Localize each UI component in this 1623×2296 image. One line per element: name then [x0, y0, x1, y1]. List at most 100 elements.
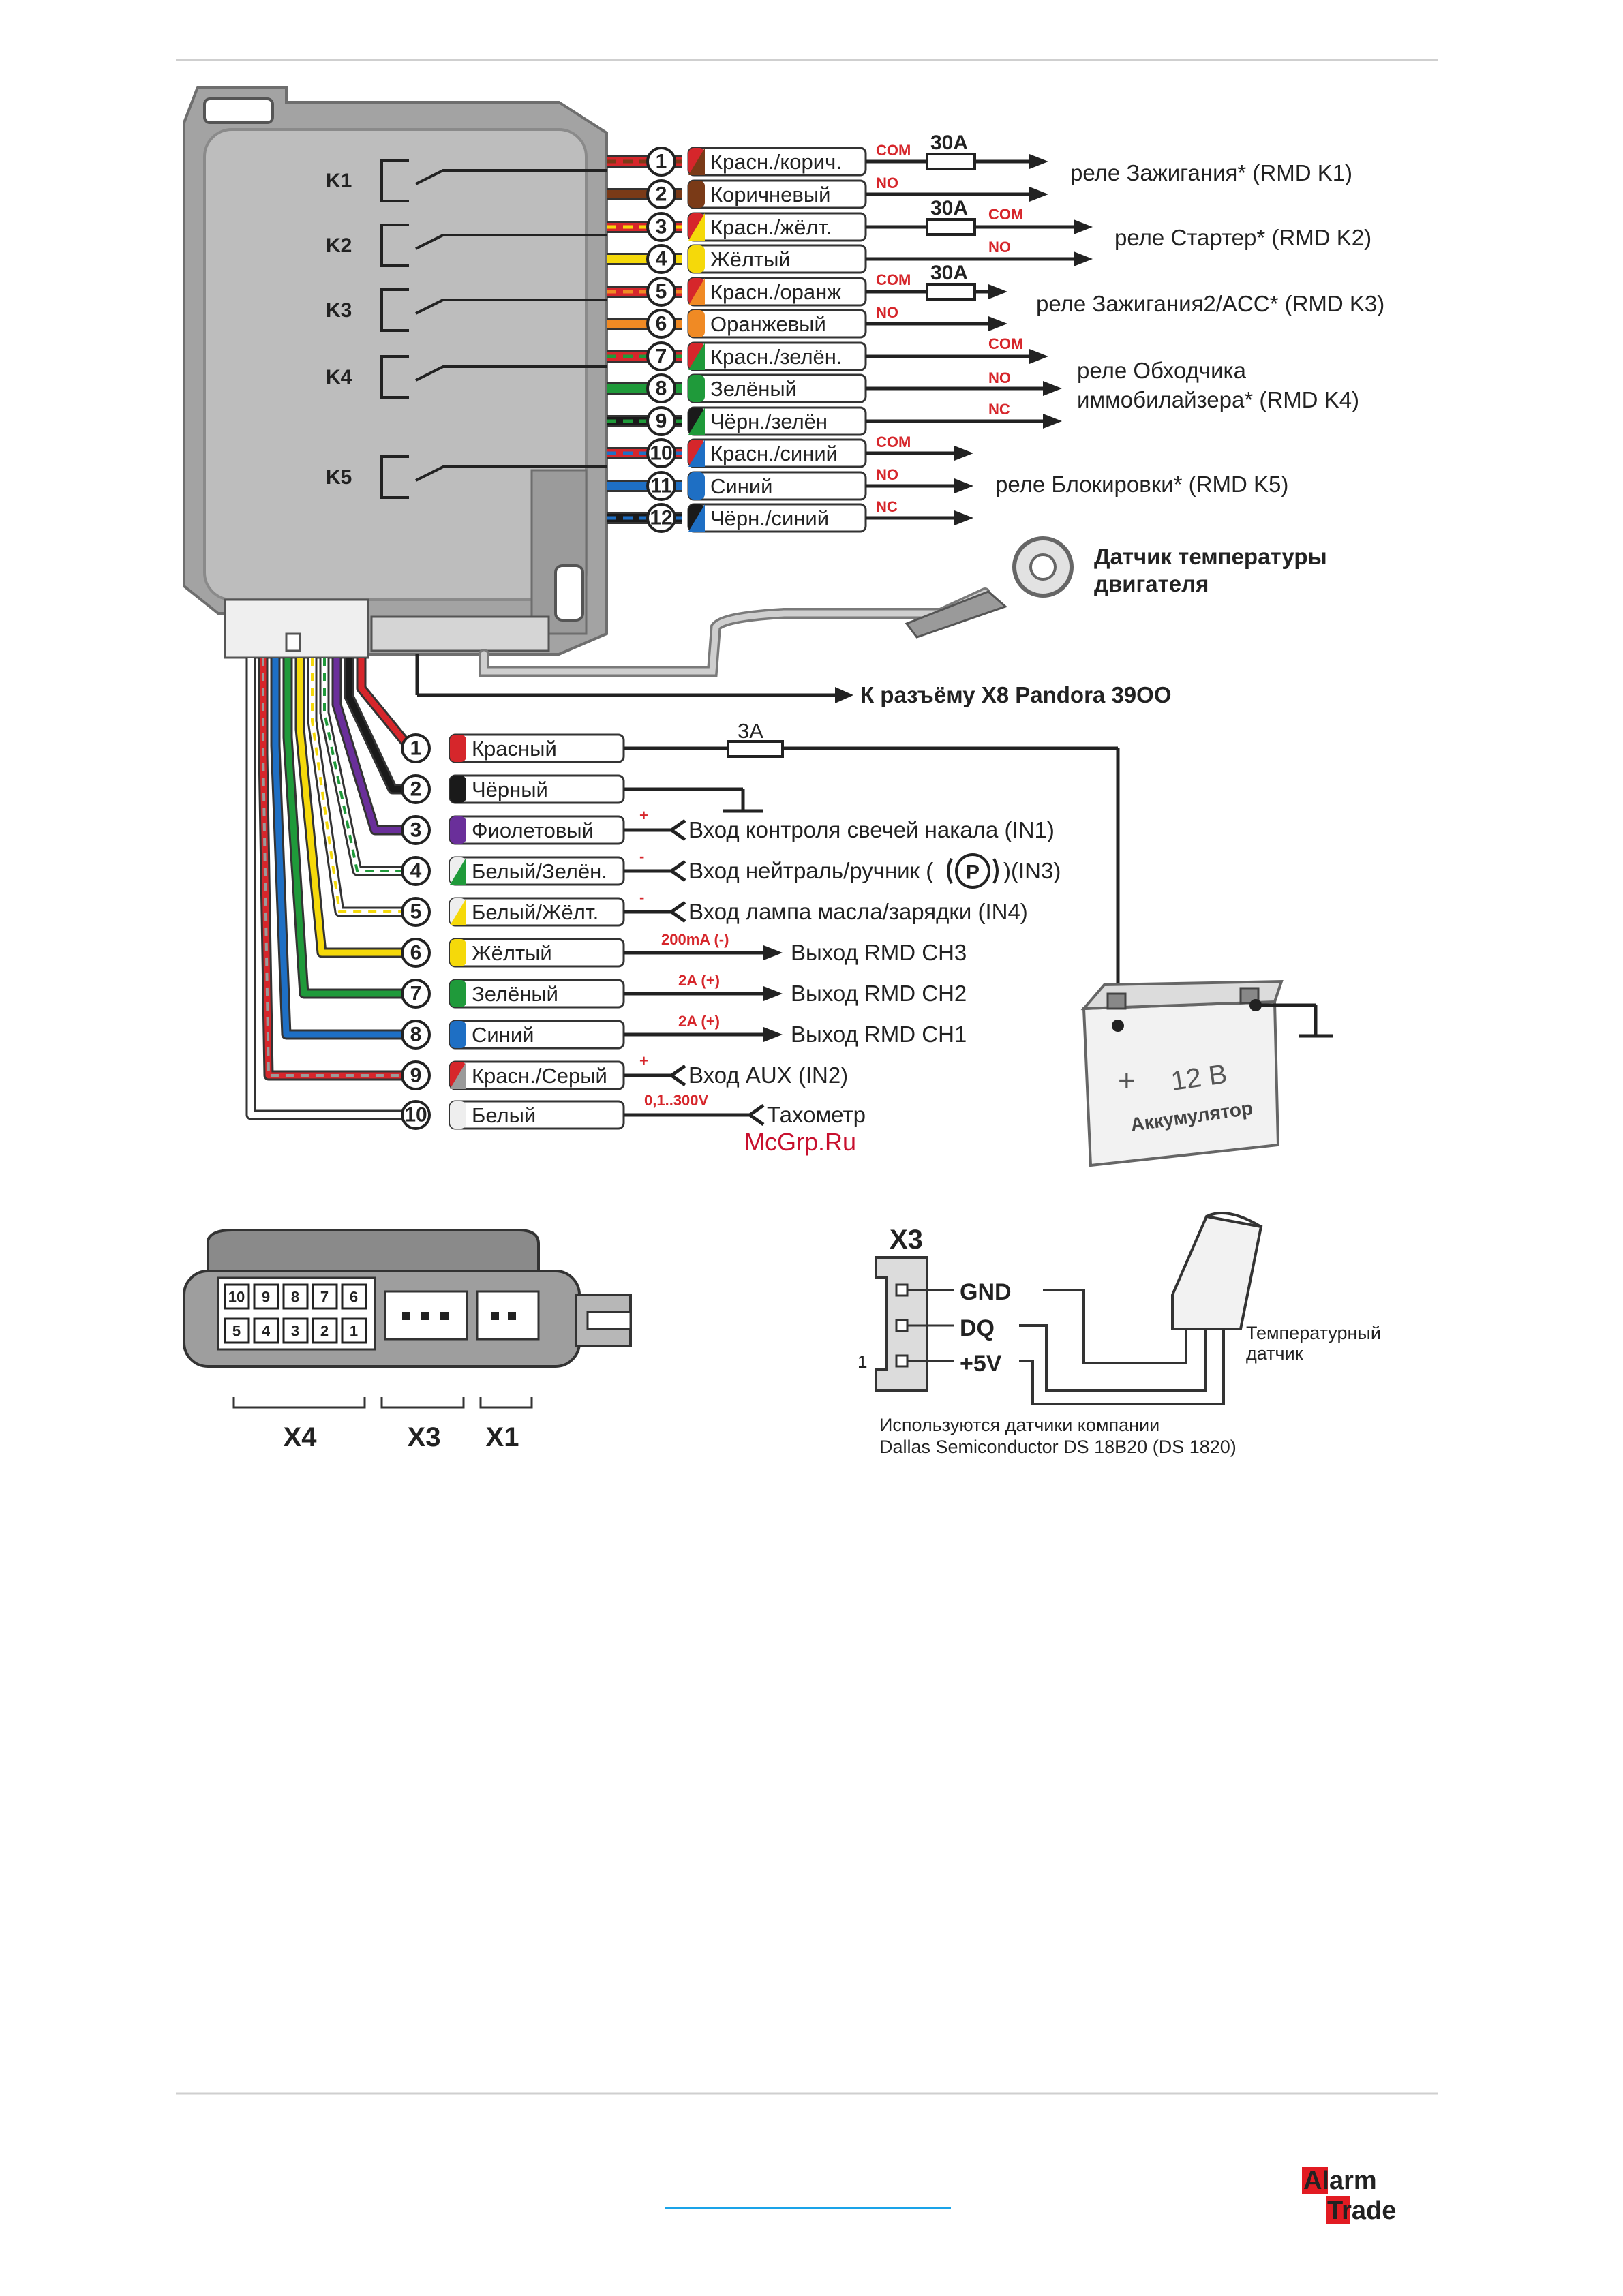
tag-k1-no: NO — [876, 174, 898, 192]
harness-wire — [272, 658, 416, 1038]
main-dest-4: Вход нейтраль/ручник ( — [688, 858, 933, 883]
x4-pin-box — [341, 1283, 367, 1310]
wire-stripe-chip — [688, 504, 705, 532]
main-label-9: Красн./Серый — [472, 1064, 607, 1088]
wire-number-9: 9 — [656, 410, 667, 433]
k5-nc-arrowhead — [954, 510, 973, 525]
wire-label-2: Коричневый — [710, 183, 830, 206]
main-dest-3: Вход контроля свечей накала (IN1) — [688, 817, 1055, 842]
main-tag-8: 2A (+) — [678, 1013, 720, 1030]
wire-label-10: Красн./синий — [710, 442, 838, 465]
wire-label-12: Чёрн./синий — [710, 506, 829, 530]
x8-label: К разъёму X8 Pandora 39OO — [860, 682, 1172, 707]
harness-wire — [247, 658, 416, 1118]
wire-number-circle — [646, 277, 676, 307]
main-number-circle — [401, 856, 431, 886]
main-label-2: Чёрный — [472, 778, 548, 801]
wire-number-7: 7 — [656, 346, 667, 368]
power-feed: 3A — [624, 719, 1120, 1026]
main-dest-9: Вход AUX (IN2) — [688, 1062, 848, 1088]
x3-pin-5v: +5V — [960, 1351, 1002, 1377]
x3-pinout-title: X3 — [890, 1225, 923, 1255]
dest-k3: реле Зажигания2/ACC* (RMD K3) — [1036, 291, 1384, 316]
main-number-3: 3 — [410, 819, 422, 842]
main-dest-7: Выход RMD CH2 — [791, 981, 967, 1006]
wire-number-circle — [646, 503, 676, 533]
wire-number-6: 6 — [656, 313, 667, 335]
main-dest-8: Выход RMD CH1 — [791, 1022, 967, 1047]
wire-stripe-chip — [688, 440, 705, 467]
main-module — [183, 86, 608, 659]
relay-label-k4: K4 — [326, 366, 352, 388]
wire-number-4: 4 — [656, 248, 667, 271]
main-tag-9: + — [639, 1052, 648, 1069]
wire-number-1: 1 — [656, 151, 667, 173]
relay-contact-k5 — [415, 465, 607, 482]
wire-number-2: 2 — [656, 183, 667, 206]
k5-com-arrowhead — [954, 446, 973, 461]
relay-label-k2: K2 — [326, 234, 352, 257]
x3-pin1-marker: 1 — [858, 1351, 867, 1372]
x4-pin-1: 1 — [350, 1323, 358, 1340]
main-label-5: Белый/Жёлт. — [472, 900, 598, 924]
tag-k3-no: NO — [876, 304, 898, 321]
main-label-10: Белый — [472, 1103, 536, 1127]
relay-coil-k3 — [380, 288, 409, 332]
wire-stripe-chip — [688, 278, 705, 305]
temp-sensor: Датчик температуры двигателя — [479, 536, 1327, 677]
wire-number-5: 5 — [656, 281, 667, 303]
sensor-label-line2: датчик — [1246, 1343, 1303, 1364]
x4-pin-6: 6 — [350, 1289, 358, 1306]
relay-contact-k2 — [415, 234, 607, 250]
main-tag-4: - — [639, 848, 644, 865]
x4-pin-box — [312, 1317, 338, 1344]
main-number-7: 7 — [410, 983, 422, 1005]
x4-pin-box — [253, 1283, 279, 1310]
wire-label-1: Красн./корич. — [710, 150, 842, 174]
main-tag-3: + — [639, 807, 648, 824]
wire-stripe-chip — [688, 213, 705, 241]
harness-wire-stripe — [311, 658, 416, 913]
label-x3: X3 — [408, 1422, 441, 1452]
tag-k2-no: NO — [988, 239, 1011, 256]
relay-label-k3: K3 — [326, 299, 352, 322]
main-tag-7: 2A (+) — [678, 972, 720, 989]
tag-k5-nc: NC — [876, 498, 898, 515]
harness-wire — [297, 658, 416, 956]
in3-suffix: )(IN3) — [1003, 858, 1061, 883]
label-x1: X1 — [486, 1422, 519, 1452]
watermark: McGrp.Ru — [744, 1128, 856, 1156]
harness-wire — [284, 658, 416, 997]
sensor-note-line1: Используются датчики компании — [879, 1415, 1159, 1435]
main-number-6: 6 — [410, 942, 422, 964]
k3-no-arrowhead — [988, 316, 1007, 331]
relay-coil-k1 — [380, 159, 409, 202]
x3-pin-dq: DQ — [960, 1315, 995, 1341]
x4-pin-2: 2 — [320, 1323, 329, 1340]
harness-wire-stripe — [262, 658, 416, 1077]
main-number-circle — [401, 815, 431, 845]
wire-number-circle — [646, 179, 676, 209]
main-stripe-chip — [450, 857, 466, 885]
relay-destinations: реле Зажигания* (RMD K1) реле Стартер* (… — [995, 160, 1384, 497]
x4-pin-box — [224, 1283, 250, 1310]
main-number-circle — [401, 774, 431, 804]
main-tag-6: 200mA (-) — [661, 931, 729, 948]
relay-contact-k1 — [415, 169, 607, 185]
k1-no-arrowhead — [1029, 187, 1048, 202]
x4-pin-box — [282, 1317, 309, 1344]
relay-contact-k3 — [415, 299, 607, 315]
wire-number-circle — [646, 309, 676, 339]
fuse-k2-label: 30A — [930, 197, 968, 219]
wire-number-circle — [646, 244, 676, 274]
wire-stripe-chip — [688, 408, 705, 435]
main-number-circle — [401, 733, 431, 763]
fuse-k1 — [926, 153, 976, 170]
main-in-arrow — [668, 859, 686, 883]
wire-label-4: Жёлтый — [710, 247, 791, 271]
wire-number-circle — [646, 212, 676, 242]
wire-number-12: 12 — [650, 507, 672, 530]
main-tag-10: 0,1..300V — [644, 1092, 709, 1109]
wire-number-8: 8 — [656, 378, 667, 400]
